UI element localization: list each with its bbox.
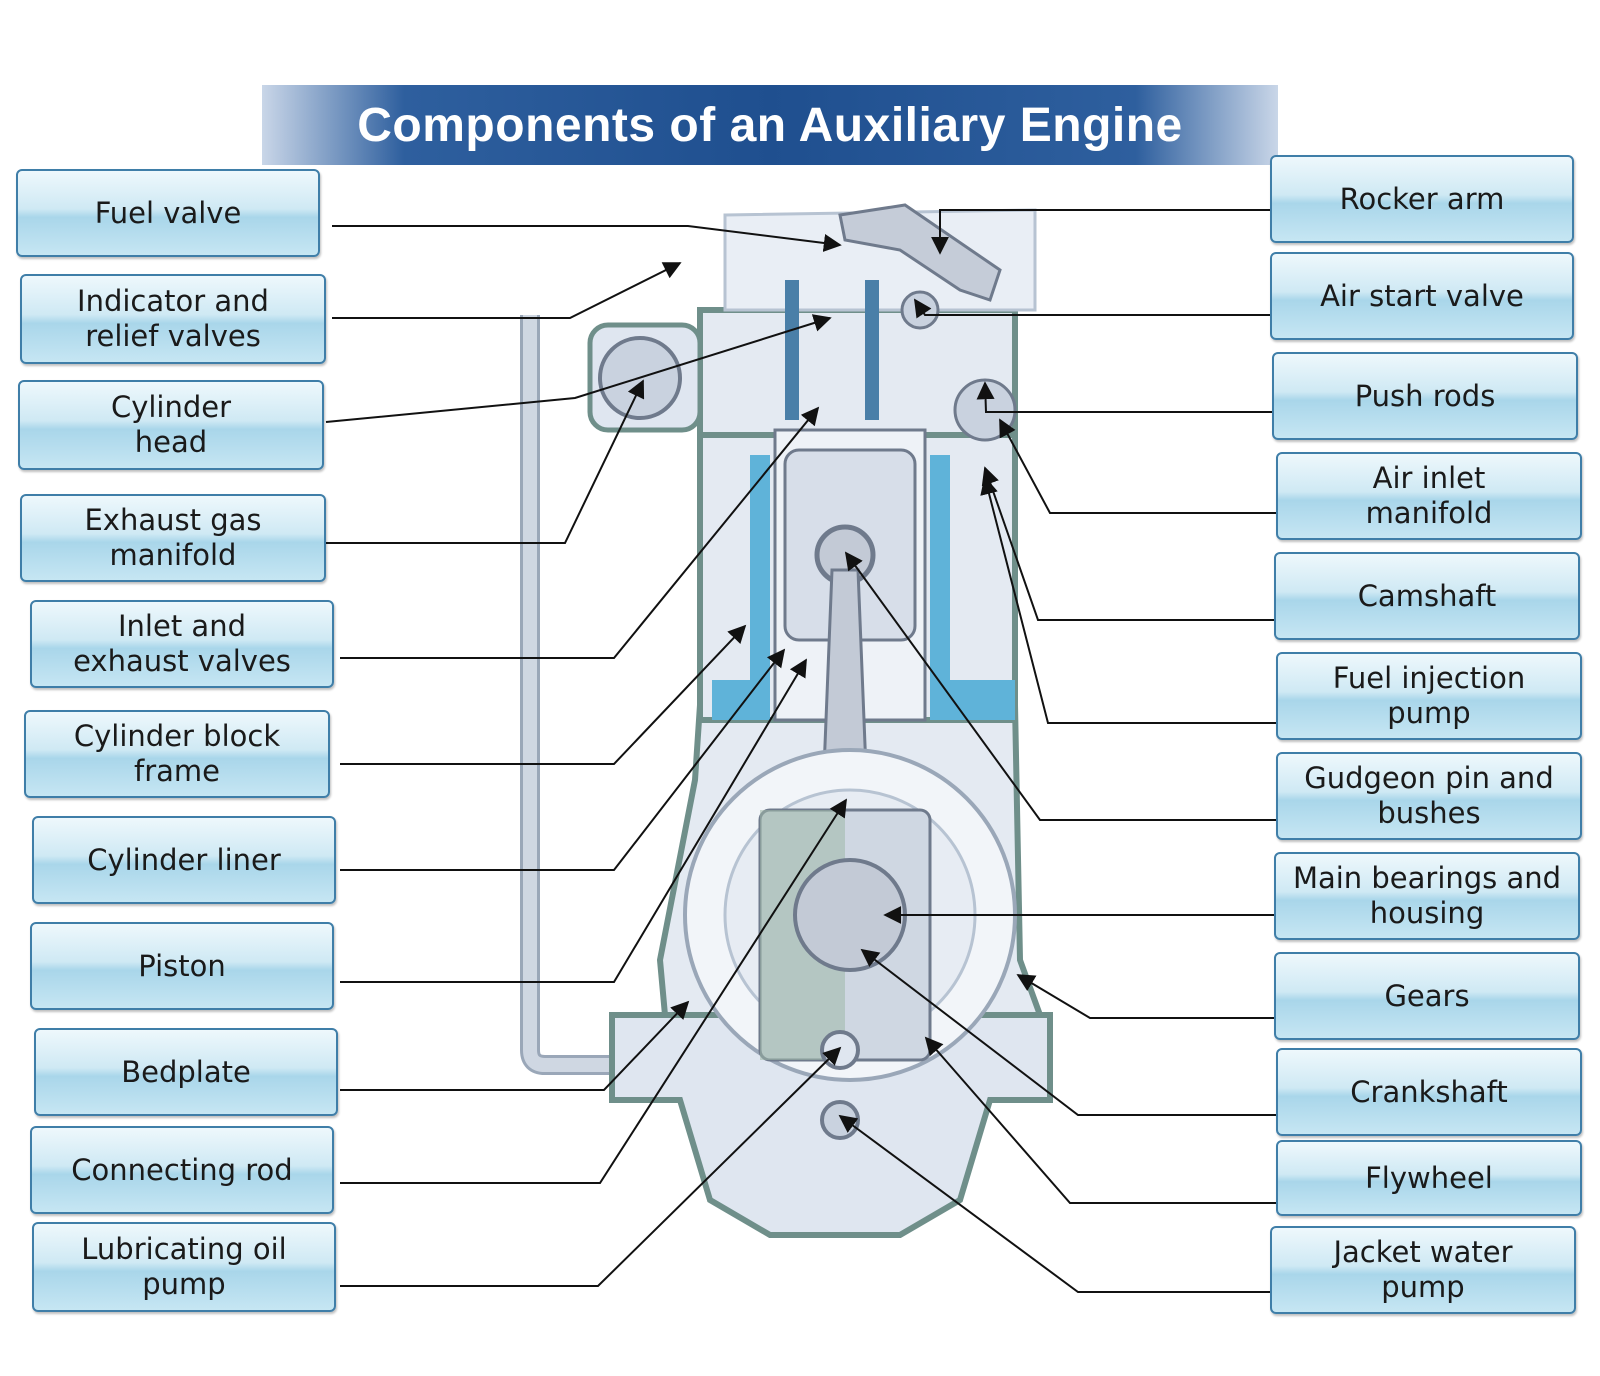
leader-air-inlet-manifold xyxy=(999,418,1276,514)
label-text: Bedplate xyxy=(121,1054,251,1089)
label-text: Rocker arm xyxy=(1339,181,1505,216)
label-piston: Piston xyxy=(30,922,334,1010)
leader-fuel-valve xyxy=(332,225,842,252)
label-crankshaft: Crankshaft xyxy=(1276,1048,1582,1136)
leader-cylinder-liner xyxy=(340,648,786,871)
leader-inlet-exhaust-valves xyxy=(340,406,820,659)
label-text: Push rods xyxy=(1354,378,1496,413)
rocker-arm-shape xyxy=(838,203,1002,302)
label-air-inlet-manifold: Air inlet manifold xyxy=(1276,452,1582,540)
label-cylinder-head: Cylinder head xyxy=(18,380,324,470)
label-text: Cylinder head xyxy=(110,390,232,459)
label-connecting-rod: Connecting rod xyxy=(30,1126,334,1214)
leader-lube-oil-pump xyxy=(340,1046,842,1287)
leader-fuel-injection-pump xyxy=(980,476,1276,724)
diagram-title: Components of an Auxiliary Engine xyxy=(357,98,1183,152)
label-flywheel: Flywheel xyxy=(1276,1140,1582,1216)
label-text: Cylinder liner xyxy=(87,842,281,877)
label-cylinder-liner: Cylinder liner xyxy=(32,816,336,904)
title-banner: Components of an Auxiliary Engine xyxy=(262,85,1278,165)
leader-rocker-arm xyxy=(931,209,1270,255)
leader-air-start-valve xyxy=(914,298,1270,319)
label-text: Gudgeon pin and bushes xyxy=(1304,761,1554,830)
label-main-bearings-housing: Main bearings and housing xyxy=(1274,852,1580,940)
label-gudgeon-pin-bushes: Gudgeon pin and bushes xyxy=(1276,752,1582,840)
leader-cylinder-block xyxy=(340,624,747,765)
leader-push-rods xyxy=(976,381,1272,413)
label-text: Camshaft xyxy=(1357,578,1497,613)
cooling-jacket-right xyxy=(930,455,950,705)
leader-piston xyxy=(340,658,807,983)
label-text: Gears xyxy=(1384,978,1470,1013)
label-gears: Gears xyxy=(1274,952,1580,1040)
label-text: Indicator and relief valves xyxy=(77,284,269,353)
leader-connecting-rod xyxy=(340,798,847,1184)
leader-camshaft xyxy=(981,466,1276,621)
label-fuel-valve: Fuel valve xyxy=(16,169,320,257)
label-exhaust-gas-manifold: Exhaust gas manifold xyxy=(20,494,326,582)
label-text: Fuel valve xyxy=(94,195,242,230)
label-inlet-exhaust-valves: Inlet and exhaust valves xyxy=(30,600,334,688)
label-bedplate: Bedplate xyxy=(34,1028,338,1116)
label-text: Fuel injection pump xyxy=(1332,661,1526,730)
label-text: Lubricating oil pump xyxy=(81,1232,287,1301)
leader-cylinder-head xyxy=(325,314,832,423)
label-rocker-arm: Rocker arm xyxy=(1270,155,1574,243)
leader-gudgeon-pin xyxy=(844,551,1276,821)
label-text: Connecting rod xyxy=(71,1152,293,1187)
label-text: Cylinder block frame xyxy=(73,719,281,788)
jacket-water-pump-shape xyxy=(820,1100,860,1140)
label-fuel-injection-pump: Fuel injection pump xyxy=(1276,652,1582,740)
leader-jacket-water-pump xyxy=(838,1114,1276,1293)
cooling-jacket-left xyxy=(750,455,770,705)
label-text: Air inlet manifold xyxy=(1365,461,1493,530)
leader-bedplate xyxy=(340,1000,690,1091)
leader-crankshaft xyxy=(860,948,1276,1116)
label-indicator-relief-valves: Indicator and relief valves xyxy=(20,274,326,364)
label-text: Inlet and exhaust valves xyxy=(73,609,291,678)
label-text: Jacket water pump xyxy=(1333,1235,1513,1304)
leader-indicator-valves xyxy=(332,262,682,319)
label-text: Exhaust gas manifold xyxy=(84,503,262,572)
label-text: Piston xyxy=(138,948,226,983)
label-cylinder-block-frame: Cylinder block frame xyxy=(24,710,330,798)
label-lubricating-oil-pump: Lubricating oil pump xyxy=(32,1222,336,1312)
leader-gears xyxy=(1016,974,1276,1019)
label-text: Air start valve xyxy=(1320,278,1524,313)
label-jacket-water-pump: Jacket water pump xyxy=(1270,1226,1576,1314)
label-text: Flywheel xyxy=(1365,1160,1493,1195)
label-air-start-valve: Air start valve xyxy=(1270,252,1574,340)
leader-exhaust-manifold xyxy=(326,379,645,544)
label-text: Crankshaft xyxy=(1350,1074,1508,1109)
label-text: Main bearings and housing xyxy=(1292,861,1562,930)
leader-flywheel xyxy=(924,1036,1276,1204)
lube-oil-pump-shape xyxy=(820,1030,860,1070)
label-push-rods: Push rods xyxy=(1272,352,1578,440)
label-camshaft: Camshaft xyxy=(1274,552,1580,640)
